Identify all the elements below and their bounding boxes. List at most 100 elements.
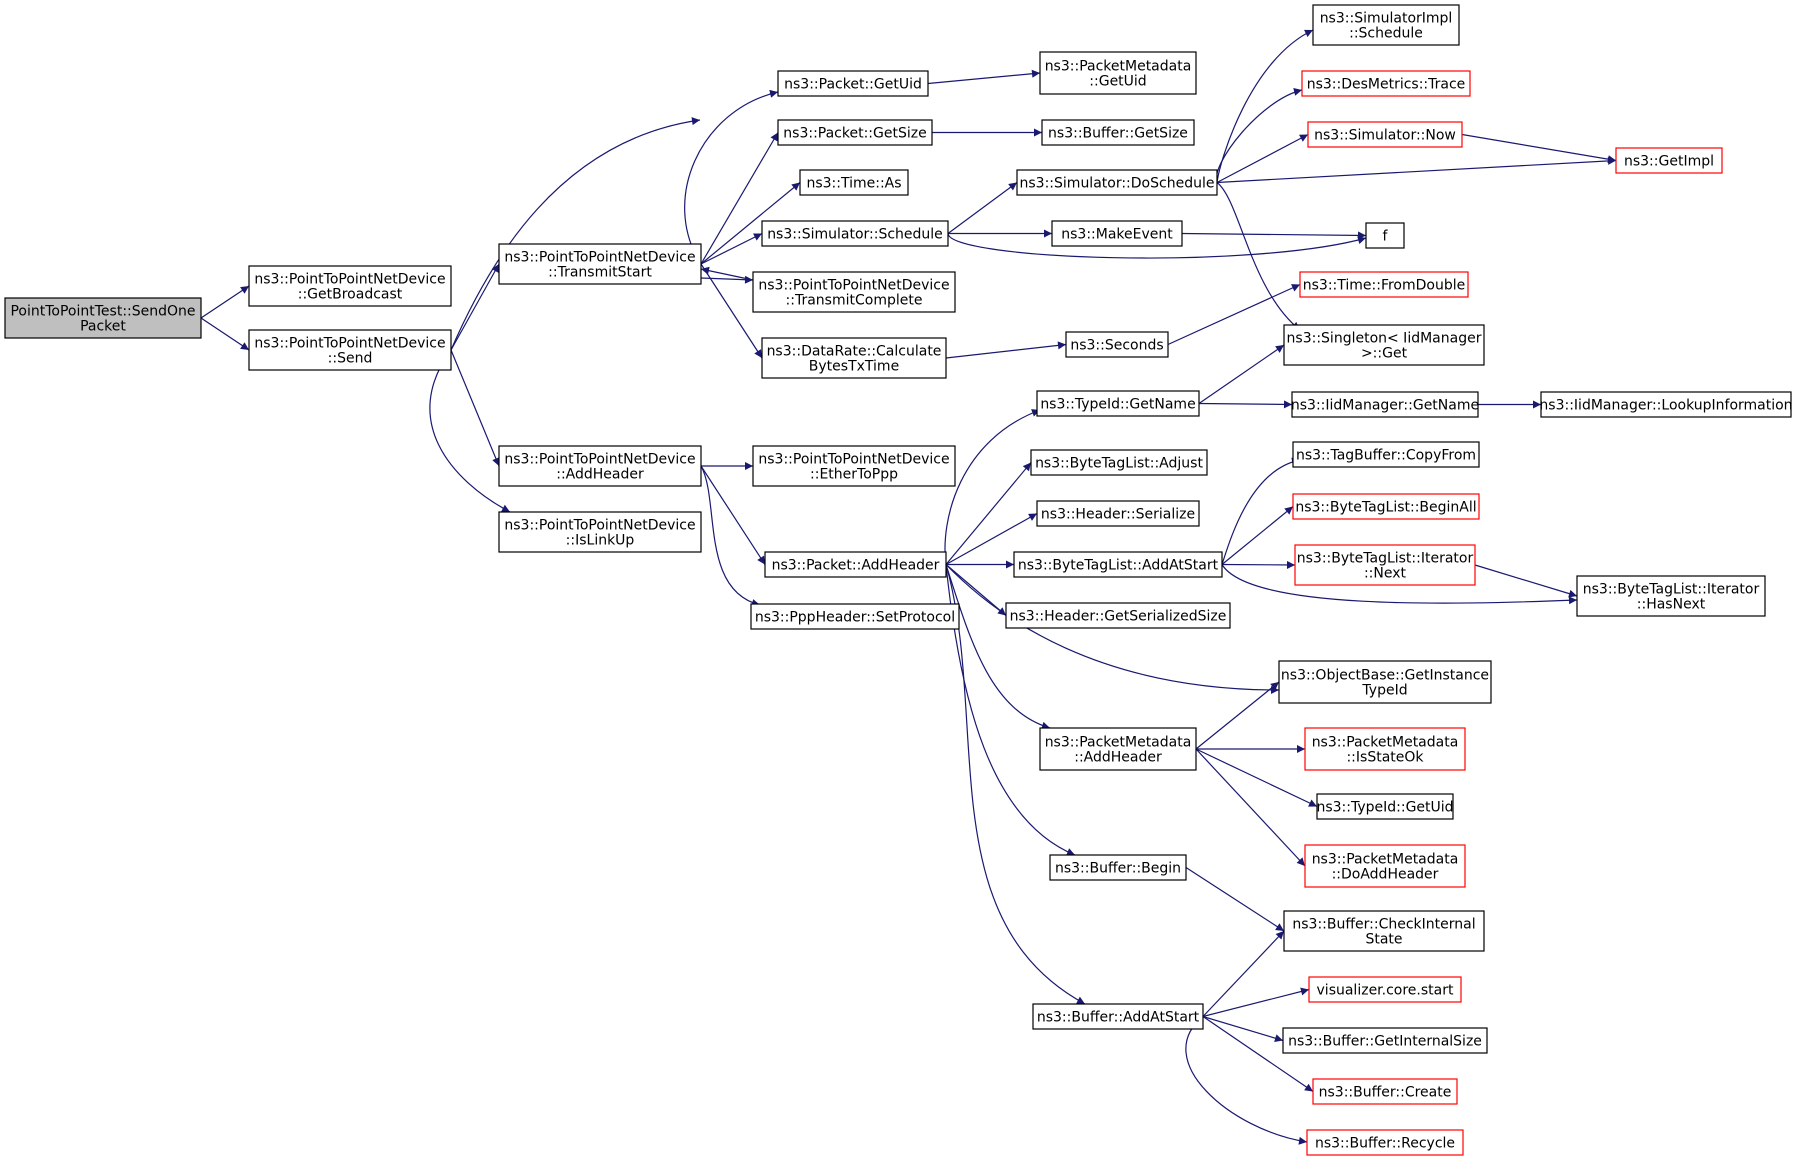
node-box [1316,793,1454,820]
node-islinkup[interactable]: ns3::PointToPointNetDevice::IsLinkUp [498,511,702,553]
node-pm-isstateok[interactable]: ns3::PacketMetadata::IsStateOk [1304,727,1466,771]
node-buffer-recycle[interactable]: ns3::Buffer::Recycle [1306,1129,1464,1156]
edge-line [1185,1016,1308,1145]
node-label: ns3::DesMetrics::Trace [1307,77,1466,93]
node-label: ns3::ObjectBase::GetInstance [1281,668,1489,684]
edge-packet_addheader-to-btl_adjust [945,462,1032,565]
node-label: ::DoAddHeader [1332,867,1439,883]
node-sim-schedule[interactable]: ns3::Simulator::Schedule [761,220,949,247]
node-packet-addheader[interactable]: ns3::Packet::AddHeader [764,551,947,578]
node-label: ns3::PointToPointNetDevice [504,518,695,534]
node-header-getserializedsize[interactable]: ns3::Header::GetSerializedSize [1005,602,1231,629]
edges-layer [200,29,1617,1145]
node-pm-addheader[interactable]: ns3::PacketMetadata::AddHeader [1039,727,1197,771]
node-getbroadcast[interactable]: ns3::PointToPointNetDevice::GetBroadcast [248,265,452,307]
node-label: PointToPointTest::SendOne [10,304,195,320]
node-box [1292,441,1480,468]
node-getimpl[interactable]: ns3::GetImpl [1615,147,1723,174]
node-label: ns3::PointToPointNetDevice [504,452,695,468]
node-desmetrics[interactable]: ns3::DesMetrics::Trace [1301,70,1471,97]
node-box [1039,727,1197,771]
node-typeid-getname[interactable]: ns3::TypeId::GetName [1036,390,1200,417]
node-seconds[interactable]: ns3::Seconds [1065,331,1169,358]
node-label: ::AddHeader [1074,750,1162,766]
node-tagbuffer-copyfrom[interactable]: ns3::TagBuffer::CopyFrom [1292,441,1480,468]
node-label: ns3::PointToPointNetDevice [504,250,695,266]
edge-btl_addatstart-to-btl_iter_hasnext [1221,564,1578,605]
node-buffer-addatstart[interactable]: ns3::Buffer::AddAtStart [1032,1003,1204,1030]
edge-buffer_begin-to-buffer_checkinternal [1185,866,1285,932]
node-singleton[interactable]: ns3::Singleton< IidManager >::Get [1283,324,1485,366]
node-btl-addatstart[interactable]: ns3::ByteTagList::AddAtStart [1013,551,1223,578]
node-box [1312,4,1460,46]
node-makeevent[interactable]: ns3::MakeEvent [1051,220,1183,247]
node-send[interactable]: ns3::PointToPointNetDevice::Send [248,329,452,371]
node-btl-iter-next[interactable]: ns3::ByteTagList::Iterator::Next [1294,544,1476,586]
node-sim-doschedule[interactable]: ns3::Simulator::DoSchedule [1016,169,1218,196]
edge-btl_addatstart-to-btl_beginall [1221,506,1294,565]
node-label: ns3::Simulator::Now [1314,128,1456,144]
edge-line [450,263,500,351]
node-typeid-getuid[interactable]: ns3::TypeId::GetUid [1316,793,1454,820]
node-pm-doaddheader[interactable]: ns3::PacketMetadata::DoAddHeader [1304,844,1466,888]
node-box [1291,391,1479,418]
node-label: ::GetUid [1089,74,1146,90]
node-vis-start[interactable]: visualizer.core.start [1308,976,1462,1003]
node-box [1036,500,1200,527]
node-iid-getname[interactable]: ns3::IidManager::GetName [1291,391,1479,418]
node-buffer-getinternalsize[interactable]: ns3::Buffer::GetInternalSize [1282,1027,1488,1054]
node-box [752,445,956,487]
node-box [777,70,929,97]
node-p2p-addheader[interactable]: ns3::PointToPointNetDevice::AddHeader [498,445,702,487]
edge-packet_addheader-to-objectbase [945,564,1280,694]
edge-line [947,182,1018,234]
node-transmitstart[interactable]: ns3::PointToPointNetDevice::TransmitStar… [498,243,702,285]
node-simimpl-schedule[interactable]: ns3::SimulatorImpl::Schedule [1312,4,1460,46]
node-buffer-begin[interactable]: ns3::Buffer::Begin [1049,854,1187,881]
node-label: ns3::ByteTagList::Adjust [1035,456,1203,472]
node-buffer-create[interactable]: ns3::Buffer::Create [1312,1078,1458,1105]
edge-line [700,266,754,281]
node-btl-adjust[interactable]: ns3::ByteTagList::Adjust [1030,449,1208,476]
edge-datarate-to-seconds [945,341,1067,359]
edge-pm_addheader-to-objectbase [1195,681,1280,750]
node-ppp-setprotocol[interactable]: ns3::PppHeader::SetProtocol [750,603,960,630]
node-ethertoppp[interactable]: ns3::PointToPointNetDevice::EtherToPpp [752,445,956,487]
node-label: ns3::Buffer::GetInternalSize [1288,1034,1482,1050]
edge-buffer_addatstart-to-buffer_recycle [1185,1016,1308,1145]
node-time-as[interactable]: ns3::Time::As [799,169,909,196]
node-box [1036,390,1200,417]
node-label: f [1383,229,1389,245]
node-transmitcomplete[interactable]: ns3::PointToPointNetDevice::TransmitComp… [752,271,956,313]
edge-line [945,341,1067,359]
node-box [1013,551,1223,578]
node-pm-getuid[interactable]: ns3::PacketMetadata::GetUid [1039,51,1197,95]
node-box [1304,727,1466,771]
edge-line [945,462,1032,565]
edge-line [450,117,701,351]
node-label: ns3::Buffer::Begin [1055,861,1181,877]
node-packet-getuid[interactable]: ns3::Packet::GetUid [777,70,929,97]
node-sim-now[interactable]: ns3::Simulator::Now [1307,121,1463,148]
node-box [1540,391,1792,418]
node-label: TypeId [1361,683,1407,699]
node-btl-beginall[interactable]: ns3::ByteTagList::BeginAll [1292,493,1480,520]
node-header-serialize[interactable]: ns3::Header::Serialize [1036,500,1200,527]
node-packet-getsize[interactable]: ns3::Packet::GetSize [777,119,933,146]
node-box [777,119,933,146]
node-iid-lookup[interactable]: ns3::IidManager::LookupInformation [1539,391,1793,418]
node-box [1278,660,1492,704]
node-f[interactable]: f [1365,222,1405,249]
edge-sim_schedule-to-sim_doschedule [947,182,1018,234]
node-label: ns3::PointToPointNetDevice [758,278,949,294]
node-btl-iter-hasnext[interactable]: ns3::ByteTagList::Iterator::HasNext [1576,575,1766,617]
edge-line [1185,866,1285,932]
edge-typeid_getname-to-singleton [1198,344,1285,404]
node-time-fromdouble[interactable]: ns3::Time::FromDouble [1299,271,1469,298]
node-buffer-getsize[interactable]: ns3::Buffer::GetSize [1041,119,1195,146]
node-box [1282,1027,1488,1054]
